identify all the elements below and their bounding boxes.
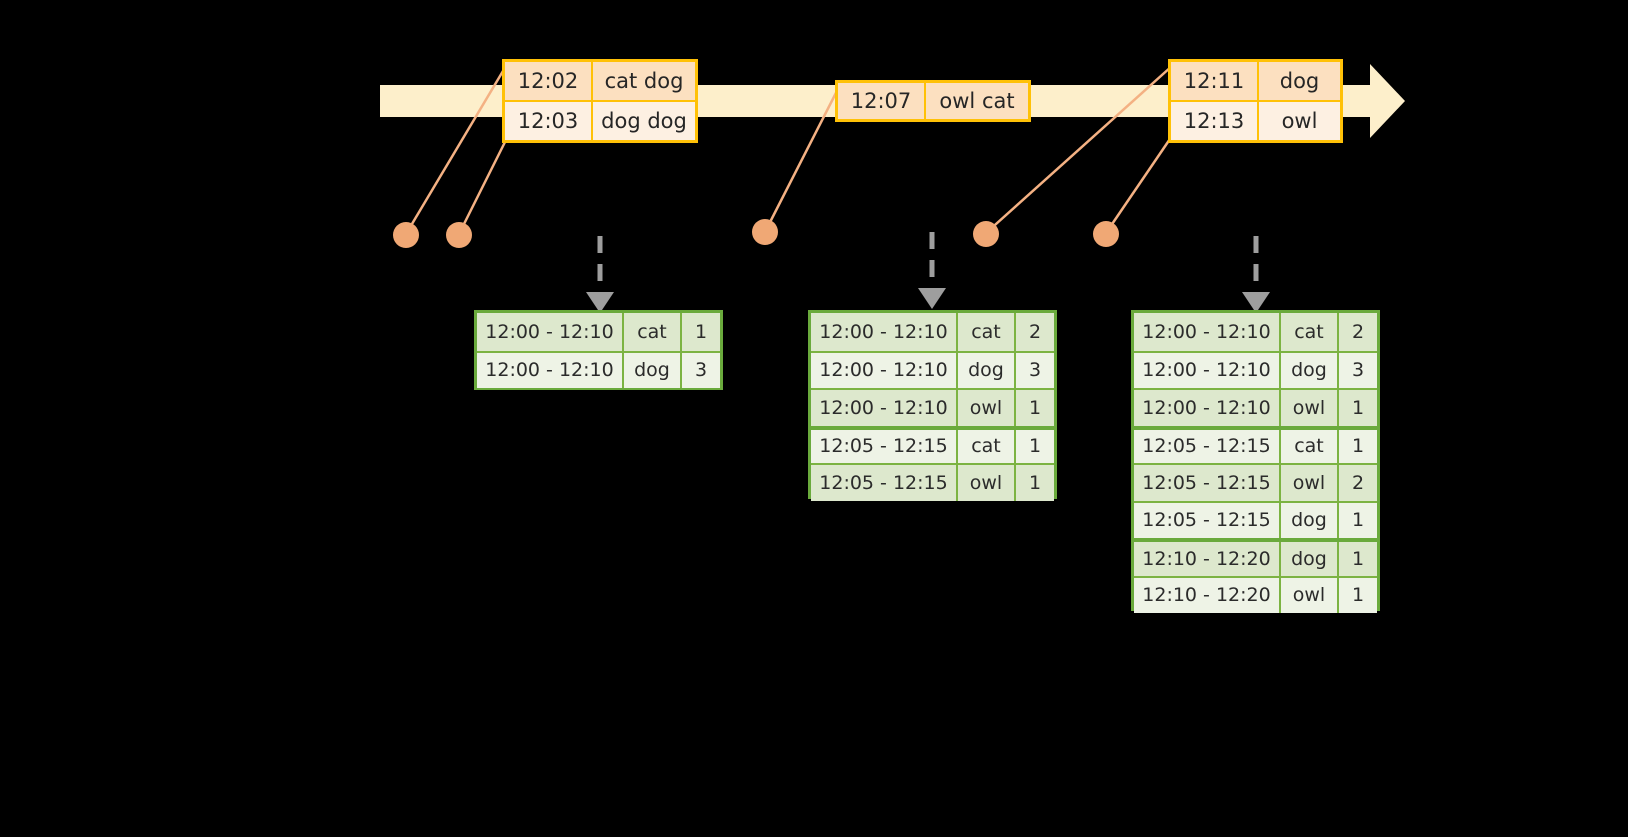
window-cell: 12:00 - 12:10: [819, 396, 948, 419]
emit-arrows: [597, 232, 1259, 292]
key-cell: owl: [1279, 390, 1337, 426]
count-cell: 1: [1014, 390, 1054, 426]
event-row[interactable]: 12:02 cat dog: [505, 62, 695, 100]
event-box-2[interactable]: 12:07 owl cat: [835, 80, 1031, 122]
event-time: 12:02: [517, 69, 579, 93]
event-box-3[interactable]: 12:11 dog 12:13 owl: [1168, 59, 1343, 143]
event-row[interactable]: 12:03 dog dog: [505, 100, 695, 140]
event-words: cat dog: [591, 62, 695, 100]
key-cell: cat: [956, 429, 1014, 463]
event-time: 12:03: [517, 109, 579, 133]
window-cell: 12:00 - 12:10: [485, 320, 614, 343]
key-cell: dog: [622, 352, 680, 388]
count-cell: 1: [1337, 502, 1377, 538]
window-cell: 12:00 - 12:10: [485, 359, 614, 382]
watermark-dot: [1093, 221, 1119, 247]
event-time: 12:11: [1183, 69, 1245, 93]
key-cell: cat: [956, 313, 1014, 351]
window-cell: 12:05 - 12:15: [1142, 471, 1271, 494]
count-cell: 1: [1337, 577, 1377, 613]
key-cell: dog: [1279, 502, 1337, 538]
key-cell: owl: [956, 390, 1014, 426]
key-cell: dog: [1279, 352, 1337, 388]
window-cell: 12:05 - 12:15: [1142, 435, 1271, 458]
count-cell: 1: [1337, 542, 1377, 576]
key-cell: dog: [1279, 542, 1337, 576]
window-cell: 12:10 - 12:20: [1142, 584, 1271, 607]
count-cell: 1: [1337, 429, 1377, 463]
event-words: dog: [1257, 62, 1340, 100]
count-cell: 2: [1014, 313, 1054, 351]
event-time: 12:07: [850, 89, 912, 113]
key-cell: cat: [1279, 429, 1337, 463]
count-cell: 1: [1014, 465, 1054, 501]
window-cell: 12:05 - 12:15: [1142, 509, 1271, 532]
window-cell: 12:10 - 12:20: [1142, 547, 1271, 570]
window-cell: 12:00 - 12:10: [1142, 359, 1271, 382]
event-row[interactable]: 12:11 dog: [1171, 62, 1340, 100]
watermark-dot: [393, 222, 419, 248]
watermark-dot: [446, 222, 472, 248]
event-words: owl cat: [924, 83, 1028, 119]
count-cell: 3: [1337, 352, 1377, 388]
key-cell: cat: [622, 313, 680, 351]
window-cell: 12:05 - 12:15: [819, 471, 948, 494]
event-words: dog dog: [591, 102, 695, 140]
count-cell: 3: [680, 352, 720, 388]
count-cell: 1: [680, 313, 720, 351]
watermark-dot: [973, 221, 999, 247]
key-cell: owl: [1279, 577, 1337, 613]
window-cell: 12:00 - 12:10: [1142, 320, 1271, 343]
window-cell: 12:00 - 12:10: [1142, 396, 1271, 419]
event-row[interactable]: 12:07 owl cat: [838, 83, 1028, 119]
window-cell: 12:00 - 12:10: [819, 320, 948, 343]
key-cell: dog: [956, 352, 1014, 388]
count-cell: 2: [1337, 313, 1377, 351]
count-cell: 1: [1337, 390, 1377, 426]
event-row[interactable]: 12:13 owl: [1171, 100, 1340, 140]
window-cell: 12:00 - 12:10: [819, 359, 948, 382]
event-words: owl: [1257, 102, 1340, 140]
arrow-head-icon: [918, 288, 946, 309]
key-cell: cat: [1279, 313, 1337, 351]
count-cell: 1: [1014, 429, 1054, 463]
watermark-dot: [752, 219, 778, 245]
watermark-dot-group: [393, 219, 1119, 248]
event-box-1[interactable]: 12:02 cat dog 12:03 dog dog: [502, 59, 698, 143]
key-cell: owl: [956, 465, 1014, 501]
window-cell: 12:05 - 12:15: [819, 435, 948, 458]
count-cell: 2: [1337, 465, 1377, 501]
key-cell: owl: [1279, 465, 1337, 501]
event-time: 12:13: [1183, 109, 1245, 133]
count-cell: 3: [1014, 352, 1054, 388]
